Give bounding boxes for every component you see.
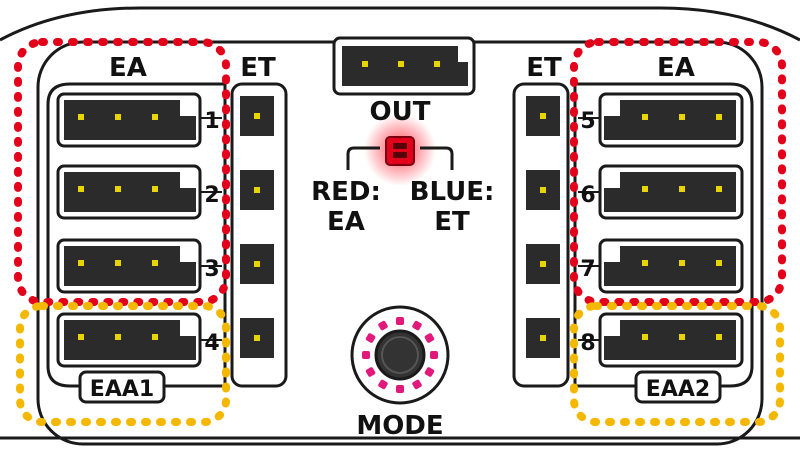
et-connector-left (240, 96, 274, 136)
et-connector-left (240, 170, 274, 210)
led-bracket-right (420, 146, 454, 170)
et-right-label: ET (526, 53, 562, 83)
eaa-connector-8 (598, 312, 744, 368)
et-left-label: ET (240, 53, 276, 83)
yellow-eaa-group-left (16, 302, 230, 426)
left-et-housing (230, 82, 288, 388)
mode-button-rim (381, 336, 419, 374)
ea-connector-7 (598, 238, 744, 294)
out-connector (332, 36, 476, 96)
eaa2-label-box (634, 370, 722, 404)
left-ea-housing (46, 82, 227, 388)
et-connector-right (526, 244, 560, 284)
et-connector-right (526, 170, 560, 210)
port-number-7: 7 (580, 257, 595, 282)
mode-label: MODE (356, 411, 443, 441)
eaa-connector-4 (56, 312, 202, 368)
right-et-housing (512, 82, 570, 388)
port-number-8: 8 (580, 331, 595, 356)
mode-indicator-ring (362, 317, 438, 393)
port-number-6: 6 (580, 183, 595, 208)
port-number-5: 5 (580, 109, 595, 134)
et-connector-left (240, 244, 274, 284)
ea-left-label: EA (109, 53, 147, 83)
right-ea-housing (573, 82, 754, 388)
ea-connector-5 (598, 92, 744, 148)
red-label: RED: (311, 177, 381, 207)
ea-connector-2 (56, 164, 202, 220)
status-led-icon (385, 136, 415, 166)
board-top-edge (0, 6, 800, 42)
ea-right-label: EA (657, 53, 695, 83)
blue-et-label: ET (434, 207, 470, 237)
et-connector-right (526, 318, 560, 358)
eaa1-label-box (78, 370, 166, 404)
blue-label: BLUE: (410, 177, 495, 207)
port-number-4: 4 (204, 331, 219, 356)
led-bracket-left (346, 146, 380, 170)
ea-connector-6 (598, 164, 744, 220)
et-connector-left (240, 318, 274, 358)
red-ea-group-left (14, 38, 230, 306)
out-label: OUT (370, 97, 431, 127)
red-ea-label: EA (327, 207, 365, 237)
port-number-1: 1 (204, 109, 219, 134)
ea-connector-1 (56, 92, 202, 148)
ea-connector-3 (56, 238, 202, 294)
et-connector-right (526, 96, 560, 136)
mode-button[interactable] (374, 329, 426, 381)
red-ea-group-right (570, 38, 786, 306)
eaa2-label: EAA2 (646, 377, 710, 402)
port-number-2: 2 (204, 183, 219, 208)
eaa1-label: EAA1 (90, 377, 154, 402)
port-number-3: 3 (204, 257, 219, 282)
yellow-eaa-group-right (570, 302, 784, 426)
